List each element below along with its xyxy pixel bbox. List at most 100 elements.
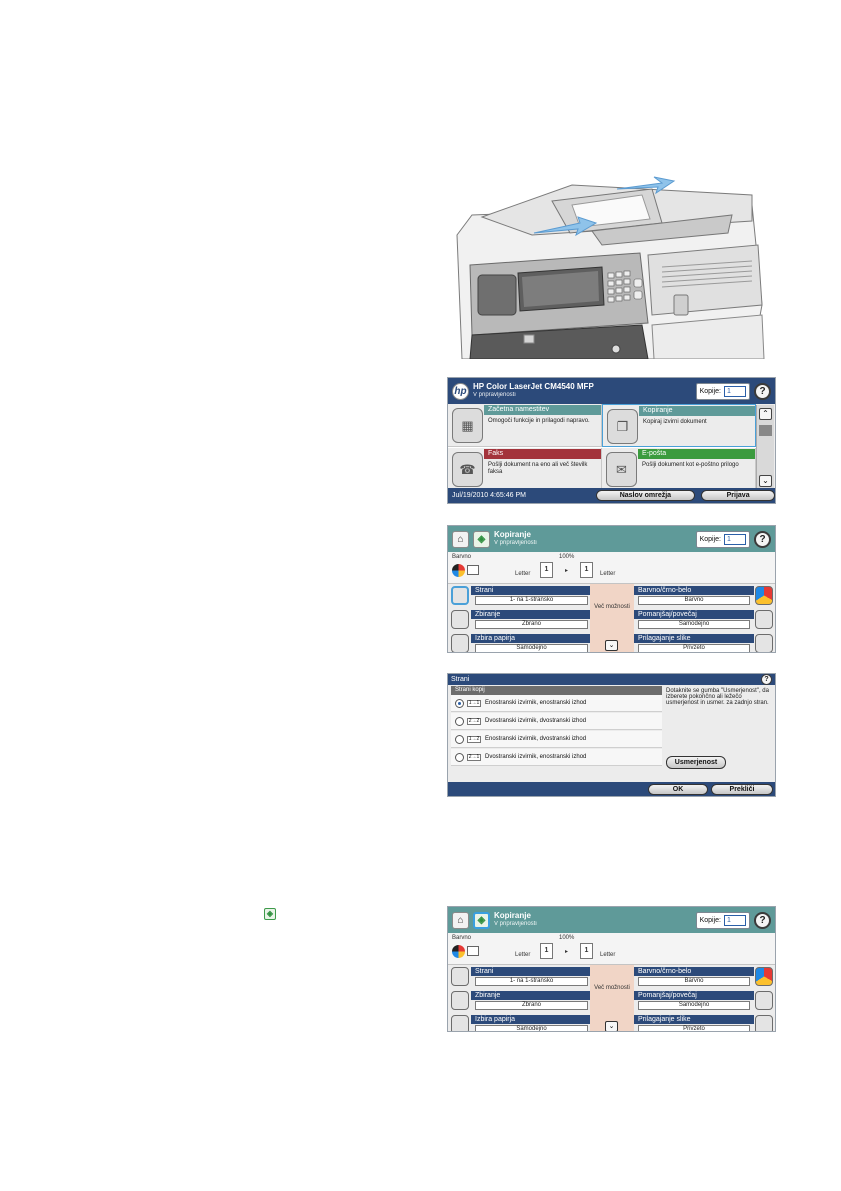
home-datetime: Jul/19/2010 4:65:46 PM — [452, 492, 526, 499]
network-address-button[interactable]: Naslov omrežja — [595, 490, 696, 501]
sides-option-2to2[interactable]: 2→2 Dvostranski izvirnik, dvostranski iz… — [451, 713, 662, 730]
copy-help-icon[interactable]: ? — [754, 530, 771, 548]
sides-option-1to1[interactable]: 1→1 Enostranski izvirnik, enostranski iz… — [451, 695, 662, 712]
option-color-value: Barvno — [638, 977, 750, 986]
radio-icon[interactable] — [455, 717, 464, 726]
option-color[interactable]: Barvno/črno-belo Barvno — [634, 584, 775, 607]
option-paper[interactable]: Izbira papirja Samodejno — [448, 632, 590, 652]
option-color[interactable]: Barvno/črno-belo Barvno — [634, 965, 775, 988]
sides-option-2to1[interactable]: 2→1 Dvostranski izvirnik, enostranski iz… — [451, 749, 662, 766]
start-copy-button[interactable]: ◈ — [473, 530, 490, 548]
copy-copies: Kopije: 1 — [695, 530, 750, 548]
option-reduce-enlarge[interactable]: Pomanjšaj/povečaj Samodejno — [634, 989, 775, 1012]
tile-email-title: E-pošta — [638, 449, 755, 459]
tile-fax[interactable]: ☎ Faks Pošlji dokument na eno ali več št… — [448, 448, 602, 491]
option-image-adjust[interactable]: Prilagajanje slike Privzeto — [634, 632, 775, 652]
image-adjust-icon — [755, 634, 773, 652]
scroll-thumb[interactable] — [759, 425, 772, 436]
option-collate-value: Zbrano — [475, 1001, 588, 1010]
copy-screen-1: ⌂ ◈ Kopiranje V pripravljenosti Kopije: … — [447, 525, 776, 653]
copy2-copies: Kopije: 1 — [695, 911, 750, 929]
dest-paper: Letter — [600, 952, 616, 958]
copy2-status: V pripravljenosti — [494, 921, 537, 927]
chevron-down-icon[interactable]: ⌄ — [605, 1021, 618, 1031]
more-options-area[interactable]: Več možnosti ⌄ — [590, 584, 634, 652]
radio-icon[interactable] — [455, 735, 464, 744]
option-paper[interactable]: Izbira papirja Samodejno — [448, 1013, 590, 1031]
tile-fax-desc: Pošlji dokument na eno ali več številk f… — [488, 462, 588, 475]
copy-status: V pripravljenosti — [494, 540, 537, 546]
orientation-button[interactable]: Usmerjenost — [666, 756, 726, 769]
sides-dialog: Strani ? Strani kopij 1→1 Enostranski iz… — [447, 673, 776, 797]
option-sides[interactable]: Strani 1- na 1-stransko — [448, 965, 590, 988]
option-color-label: Barvno/črno-belo — [634, 586, 754, 595]
tile-email[interactable]: ✉ E-pošta Pošlji dokument kot e-poštno p… — [602, 448, 756, 491]
sides-option-1to2-label: Enostranski izvirnik, dvostranski izhod — [485, 736, 587, 742]
tile-copy[interactable]: ❐ Kopiranje Kopiraj izvirni dokument — [602, 404, 756, 447]
color-icon — [755, 967, 773, 986]
radio-icon[interactable] — [455, 753, 464, 762]
sides-group-header: Strani kopij — [451, 686, 662, 695]
color-mode-icon — [452, 564, 465, 577]
paper-select-icon — [451, 634, 469, 652]
sides-icon — [451, 967, 469, 986]
scroll-up-icon[interactable]: ⌃ — [759, 408, 772, 420]
option-paper-value: Samodejno — [475, 644, 588, 652]
radio-selected-icon[interactable] — [455, 699, 464, 708]
sign-in-button[interactable]: Prijava — [701, 490, 775, 501]
color-icon — [755, 586, 773, 605]
color-mode-label: Barvno — [452, 554, 472, 560]
copy-copies-label: Kopije: — [699, 535, 721, 543]
option-image-adjust[interactable]: Prilagajanje slike Privzeto — [634, 1013, 775, 1031]
option-collate[interactable]: Zbiranje Zbrano — [448, 989, 590, 1012]
fax-icon: ☎ — [452, 452, 483, 487]
more-options-area[interactable]: Več možnosti ⌄ — [590, 965, 634, 1031]
printer-illustration — [452, 175, 782, 360]
home-icon[interactable]: ⌂ — [452, 911, 469, 929]
option-sides[interactable]: Strani 1- na 1-stransko — [448, 584, 590, 607]
home-help-icon[interactable]: ? — [754, 382, 771, 400]
option-reduce-enlarge-value: Samodejno — [638, 620, 750, 629]
collate-icon — [451, 991, 469, 1010]
sides-help-icon[interactable]: ? — [761, 674, 772, 685]
cancel-button[interactable]: Prekliči — [711, 784, 773, 795]
option-collate[interactable]: Zbiranje Zbrano — [448, 608, 590, 631]
copy-copies-field[interactable]: 1 — [724, 533, 746, 545]
tile-initial-setup[interactable]: ▦ Začetna namestitev Omogoči funkcije in… — [448, 404, 602, 447]
more-options-label: Več možnosti — [594, 985, 630, 991]
arrow-right-icon: ▸ — [565, 949, 569, 955]
option-reduce-enlarge-label: Pomanjšaj/povečaj — [634, 991, 754, 1000]
sides-option-1to2[interactable]: 1→2 Enostranski izvirnik, dvostranski iz… — [451, 731, 662, 748]
ok-button[interactable]: OK — [648, 784, 708, 795]
sides-dialog-footer: OK Prekliči — [448, 782, 775, 796]
chevron-down-icon[interactable]: ⌄ — [605, 640, 618, 651]
one-to-one-icon: 1→1 — [467, 700, 481, 707]
sides-dialog-header: Strani ? — [448, 674, 775, 685]
sides-help-text: Dotaknite se gumba "Usmerjenost", da izb… — [666, 688, 769, 706]
copy-header: ⌂ ◈ Kopiranje V pripravljenosti Kopije: … — [448, 526, 775, 552]
option-image-adjust-value: Privzeto — [638, 644, 750, 652]
home-copies: Kopije: 1 — [695, 382, 750, 400]
two-to-one-icon: 2→1 — [467, 754, 481, 761]
source-tray: 1 — [540, 562, 553, 578]
home-icon[interactable]: ⌂ — [452, 530, 469, 548]
option-reduce-enlarge-label: Pomanjšaj/povečaj — [634, 610, 754, 619]
start-copy-button[interactable]: ◈ — [473, 911, 490, 929]
home-tiles: ▦ Začetna namestitev Omogoči funkcije in… — [448, 404, 756, 491]
option-collate-label: Zbiranje — [471, 991, 590, 1000]
paper-select-icon — [451, 1015, 469, 1031]
option-image-adjust-label: Prilagajanje slike — [634, 634, 754, 643]
copy2-help-icon[interactable]: ? — [754, 911, 771, 929]
copy2-copies-field[interactable]: 1 — [724, 914, 746, 926]
option-sides-label: Strani — [471, 967, 590, 976]
source-paper: Letter — [515, 571, 531, 577]
zoom-level: 100% — [559, 554, 575, 560]
scroll-down-icon[interactable]: ⌄ — [759, 475, 772, 487]
source-tray: 1 — [540, 943, 553, 959]
copy-title-block: Kopiranje V pripravljenosti — [494, 531, 692, 547]
option-reduce-enlarge[interactable]: Pomanjšaj/povečaj Samodejno — [634, 608, 775, 631]
copy2-options: Strani 1- na 1-stransko Zbiranje Zbrano … — [448, 965, 775, 1031]
copy-options: Strani 1- na 1-stransko Zbiranje Zbrano … — [448, 584, 775, 652]
home-copies-field[interactable]: 1 — [724, 385, 746, 397]
home-scrollbar[interactable]: ⌃ ⌄ — [756, 405, 774, 491]
